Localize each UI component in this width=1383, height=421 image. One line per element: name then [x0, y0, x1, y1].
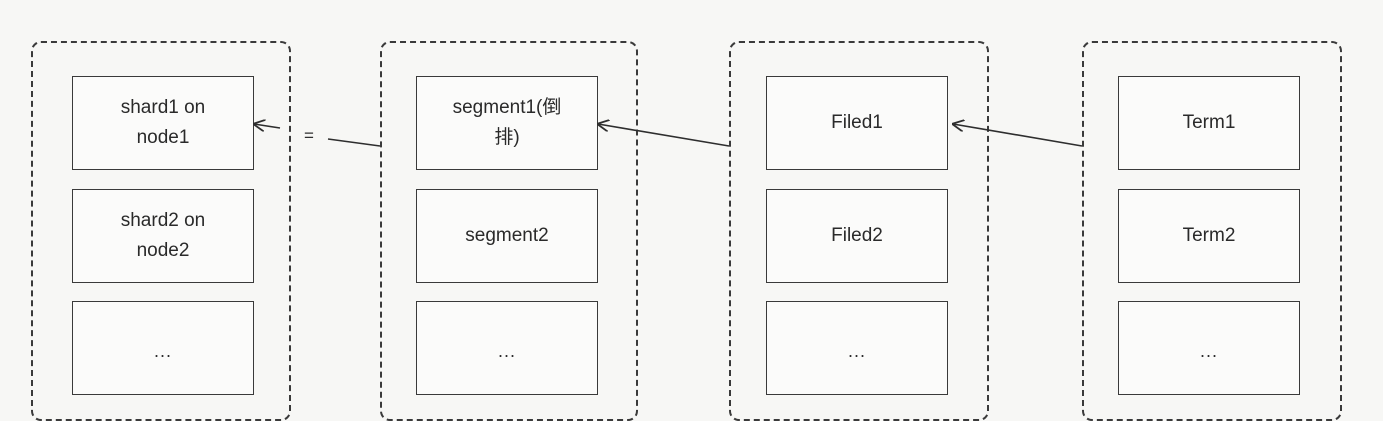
segment-to-shard-line	[327, 138, 381, 147]
field-to-segment-arrow	[598, 124, 730, 147]
segment-box-more: ...	[416, 301, 598, 395]
field-box-more: ...	[766, 301, 948, 395]
term-box-more: ...	[1118, 301, 1300, 395]
connector-layer: =	[0, 0, 1083, 147]
shard-box-1: shard1 on node1	[72, 76, 254, 170]
segment-box-1: segment1(倒 排)	[416, 76, 598, 170]
term-group: Term1 Term2 ...	[1082, 41, 1342, 421]
shard-box-more: ...	[72, 301, 254, 395]
term-to-field-arrow	[953, 124, 1083, 147]
shard-group: shard1 on node1 shard2 on node2 ...	[31, 41, 291, 421]
shard-box-2: shard2 on node2	[72, 189, 254, 283]
term-box-1: Term1	[1118, 76, 1300, 170]
field-box-2: Filed2	[766, 189, 948, 283]
term-box-2: Term2	[1118, 189, 1300, 283]
field-group: Filed1 Filed2 ...	[729, 41, 989, 421]
segment-box-2: segment2	[416, 189, 598, 283]
field-box-1: Filed1	[766, 76, 948, 170]
equals-sign: =	[304, 126, 314, 145]
segment-to-shard-arrow	[254, 124, 281, 128]
segment-group: segment1(倒 排) segment2 ...	[380, 41, 638, 421]
